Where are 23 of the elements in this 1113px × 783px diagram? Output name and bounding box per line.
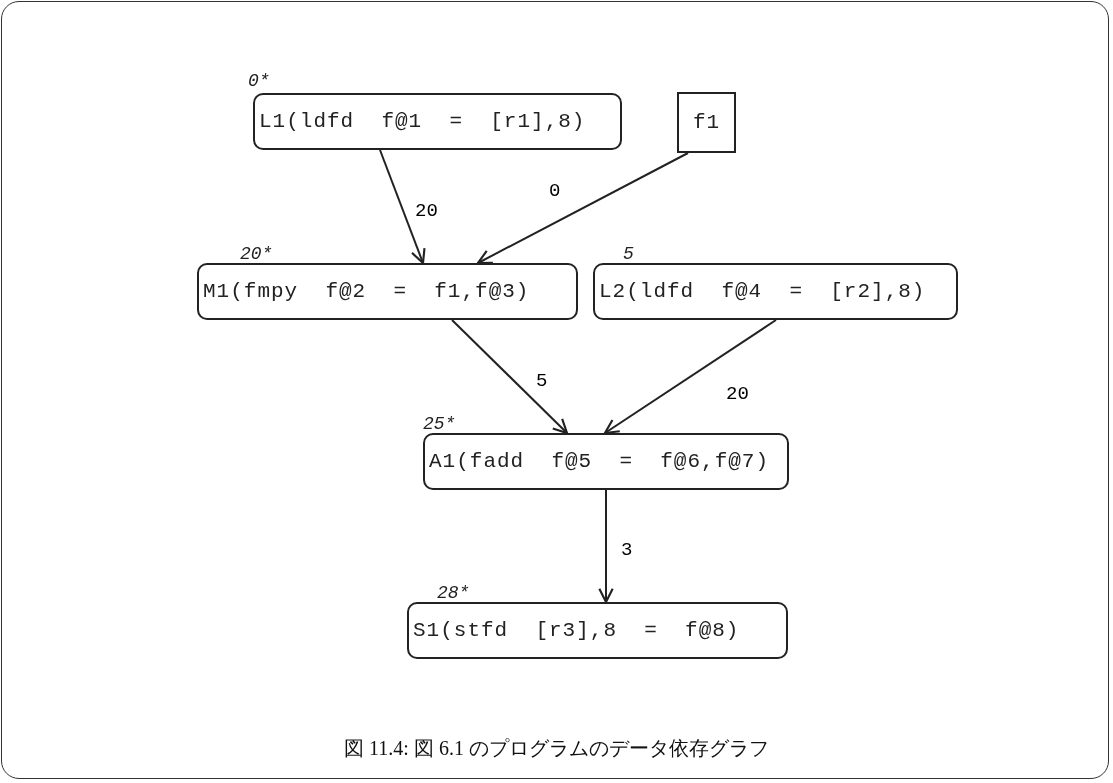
start-time: 5 <box>623 245 634 263</box>
arrow <box>379 149 426 265</box>
start-time: 25* <box>423 415 456 433</box>
start-time: 0* <box>248 72 270 90</box>
caption: 図 11.4: 図 6.1 のプログラムのデータ依存グラフ <box>344 736 769 761</box>
instruction-text: f1 <box>692 109 721 136</box>
start-time: 28* <box>437 584 470 602</box>
arrow <box>451 319 569 435</box>
instruction-text: M1(fmpy f@2 = f1,f@3) <box>203 278 530 305</box>
instruction-box <box>593 263 958 320</box>
instruction-box <box>423 433 789 490</box>
arrow <box>476 152 689 265</box>
instruction-text: A1(fadd f@5 = f@6,f@7) <box>429 448 770 475</box>
instruction-text: L2(ldfd f@4 = [r2],8) <box>599 278 926 305</box>
instruction-text: S1(stfd [r3],8 = f@8) <box>413 617 740 644</box>
start-time: 20* <box>240 245 273 263</box>
instruction-box <box>407 602 788 659</box>
instruction-box <box>253 93 622 150</box>
register-box <box>677 92 736 153</box>
instruction-text: L1(ldfd f@1 = [r1],8) <box>259 108 586 135</box>
arrow <box>598 489 614 604</box>
arrow <box>603 319 777 435</box>
instruction-box <box>197 263 578 320</box>
